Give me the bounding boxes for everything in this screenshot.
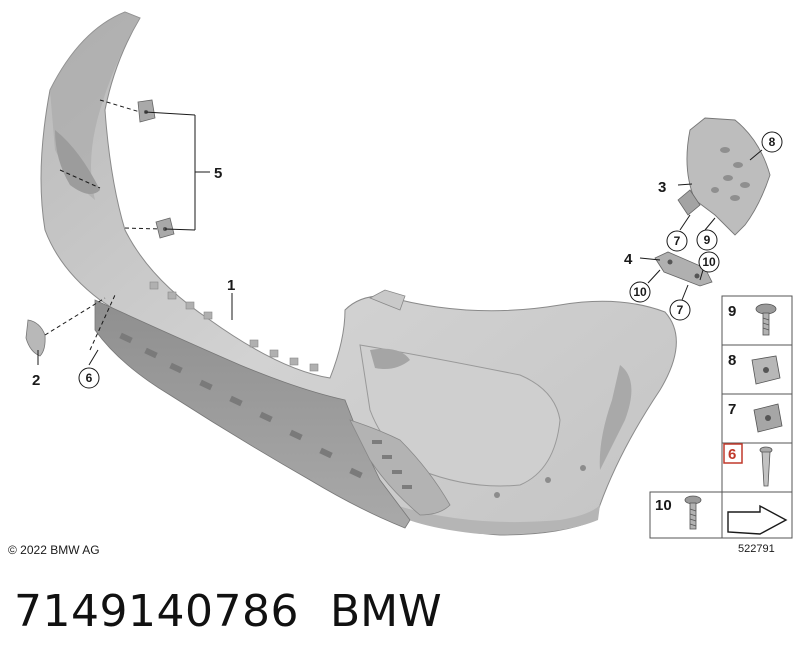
fastener-legend: 9 8 7 6 10 (649, 295, 793, 539)
callout-7b-circle: 7 (669, 299, 691, 321)
expanding-rivet-icon (759, 446, 773, 487)
spring-nut-icon (753, 403, 783, 433)
legend-label-9: 9 (728, 303, 736, 320)
screw-icon (755, 303, 777, 336)
callout-10b: 10 (633, 285, 647, 299)
assortment-arrow-icon (727, 504, 788, 535)
legend-highlight-6 (723, 443, 743, 464)
side-guide-bracket (677, 117, 771, 236)
callout-8: 8 (769, 135, 776, 149)
clip-nut-icon (751, 355, 781, 385)
callout-7b: 7 (677, 303, 684, 317)
callout-7a: 7 (674, 234, 681, 248)
part-number: 7149140786 (14, 586, 299, 637)
callout-6: 6 (86, 371, 93, 385)
legend-label-7: 7 (728, 401, 736, 418)
legend-label-6: 6 (728, 446, 736, 463)
copyright-notice: © 2022 BMW AG (8, 543, 100, 557)
callout-7a-circle: 7 (666, 230, 688, 252)
callout-9: 9 (704, 233, 711, 247)
left-trim-cover (25, 319, 46, 357)
callout-4: 4 (624, 251, 633, 268)
mounting-bracket (654, 251, 713, 287)
image-number: 522791 (738, 543, 775, 555)
callout-9-circle: 9 (696, 229, 718, 251)
callout-2: 2 (32, 372, 40, 389)
leader-lines (37, 99, 763, 366)
callout-10a-circle: 10 (698, 251, 720, 273)
callout-3: 3 (658, 179, 666, 196)
callout-1: 1 (227, 277, 235, 294)
callout-10b-circle: 10 (629, 281, 651, 303)
callout-6-circle: 6 (78, 367, 100, 389)
callout-5: 5 (214, 165, 222, 182)
callout-8-circle: 8 (761, 131, 783, 153)
legend-label-8: 8 (728, 352, 736, 369)
lower-bracket (155, 217, 175, 239)
lower-grille-carrier (94, 299, 451, 529)
legend-label-10: 10 (655, 497, 672, 514)
screw-10-icon (684, 495, 702, 530)
callout-10a: 10 (702, 255, 716, 269)
upper-bracket (137, 99, 156, 123)
brand-name: BMW (330, 586, 442, 637)
